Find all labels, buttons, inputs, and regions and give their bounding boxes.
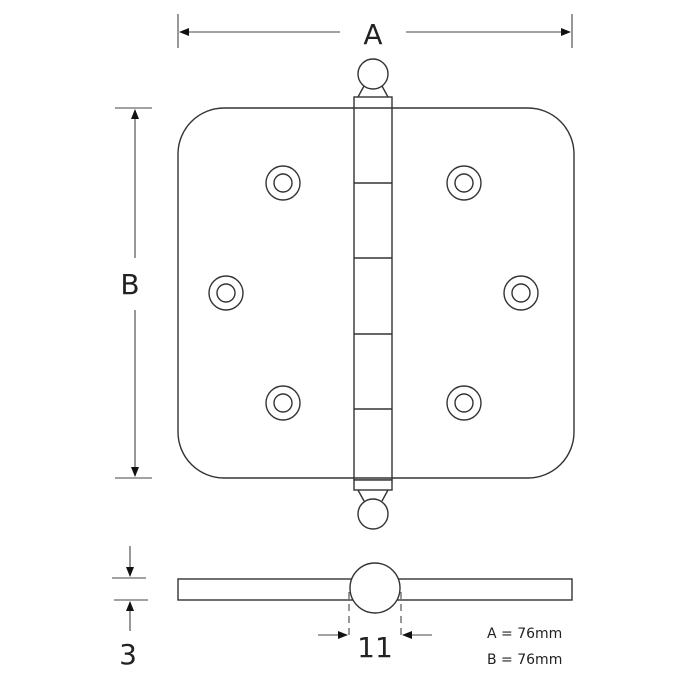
side-view: 11: [177, 562, 573, 664]
bottom-finial: [357, 498, 389, 530]
dimension-a-label: A: [363, 18, 382, 51]
legend-a: A = 76mm: [487, 626, 562, 642]
dimension-legend: A = 76mm B = 76mm: [487, 626, 562, 668]
top-finial: [357, 58, 389, 90]
legend-b: B = 76mm: [487, 652, 562, 668]
dimension-b-label: B: [120, 268, 139, 301]
screw-hole: [446, 385, 482, 421]
screw-hole: [265, 165, 301, 201]
knuckle-diameter-label: 11: [357, 631, 393, 664]
screw-hole: [265, 385, 301, 421]
screw-hole: [208, 275, 244, 311]
dimension-b: B: [115, 107, 152, 479]
dimension-thickness: 3: [112, 546, 148, 671]
thickness-label: 3: [119, 638, 137, 671]
screw-hole: [503, 275, 539, 311]
hinge-knuckle: [353, 58, 393, 530]
screw-holes: [208, 165, 539, 421]
screw-hole: [446, 165, 482, 201]
dimension-a: A: [177, 14, 573, 51]
